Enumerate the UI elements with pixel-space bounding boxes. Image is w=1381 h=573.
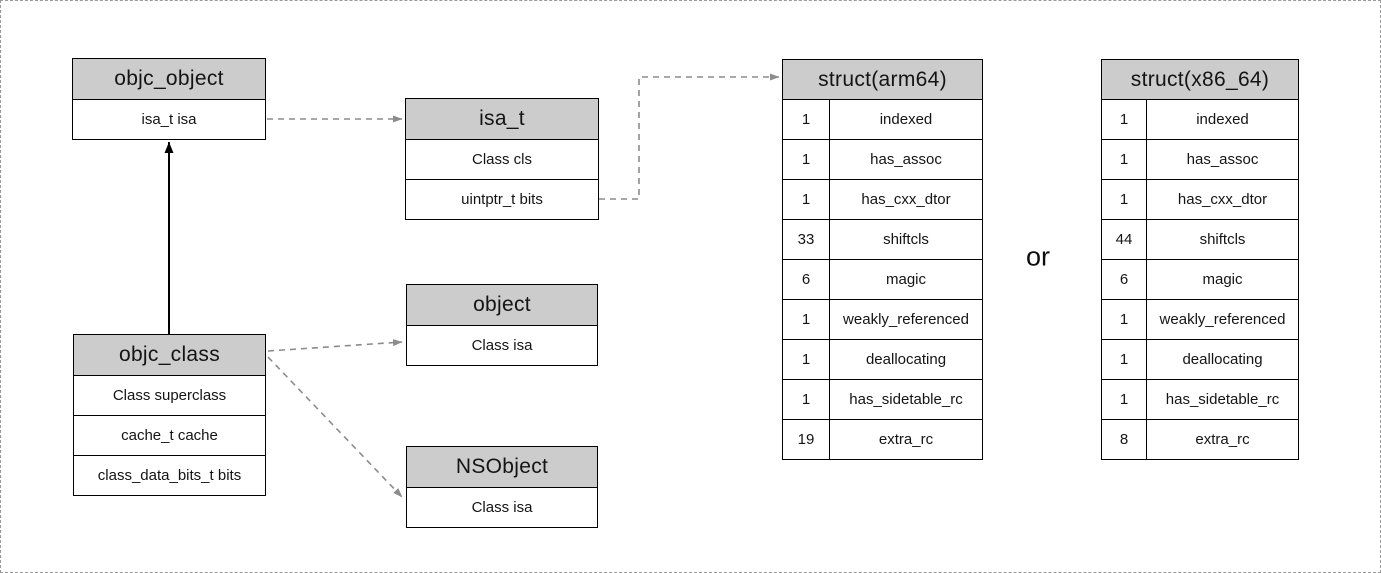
field-name: magic xyxy=(1202,271,1243,288)
field-bits: 44 xyxy=(1102,220,1147,259)
field-name: has_cxx_dtor xyxy=(1177,191,1268,208)
field-bits: 33 xyxy=(783,220,830,259)
field-row: 1 deallocating xyxy=(783,339,982,379)
node-title-isa_t: isa_t xyxy=(406,99,598,139)
field-name: has_cxx_dtor xyxy=(861,191,951,208)
node-row: class_data_bits_t bits xyxy=(74,455,265,495)
field-row: 6 magic xyxy=(783,259,982,299)
field-name: extra_rc xyxy=(1195,431,1250,448)
field-name: extra_rc xyxy=(878,431,934,448)
field-row: 1 indexed xyxy=(1102,99,1298,139)
field-bits: 1 xyxy=(783,180,830,219)
field-row: 1 has_assoc xyxy=(1102,139,1298,179)
node-row: Class superclass xyxy=(74,375,265,415)
node-row: Class isa xyxy=(407,487,597,527)
field-bits: 1 xyxy=(1102,300,1147,339)
field-row: 19 extra_rc xyxy=(783,419,982,459)
field-name: shiftcls xyxy=(883,231,929,248)
node-title-struct_arm64: struct(arm64) xyxy=(783,60,982,99)
field-bits: 6 xyxy=(1102,260,1147,299)
field-row: 8 extra_rc xyxy=(1102,419,1298,459)
field-bits: 1 xyxy=(783,380,830,419)
field-name: has_sidetable_rc xyxy=(849,391,963,408)
field-name: deallocating xyxy=(865,351,947,368)
field-row: 6 magic xyxy=(1102,259,1298,299)
field-row: 33 shiftcls xyxy=(783,219,982,259)
field-row: 1 deallocating xyxy=(1102,339,1298,379)
field-bits: 1 xyxy=(1102,100,1147,139)
node-title-objc_class: objc_class xyxy=(74,335,265,375)
field-name: magic xyxy=(885,271,926,288)
node-row: isa_t isa xyxy=(73,99,265,139)
field-name: weakly_referenced xyxy=(843,311,969,328)
field-bits: 1 xyxy=(1102,380,1147,419)
node-title-struct_x86_64: struct(x86_64) xyxy=(1102,60,1298,99)
field-bits: 8 xyxy=(1102,420,1147,459)
field-bits: 1 xyxy=(1102,140,1147,179)
field-row: 1 weakly_referenced xyxy=(783,299,982,339)
node-title-object: object xyxy=(407,285,597,325)
field-name: deallocating xyxy=(1182,351,1263,368)
field-row: 1 has_sidetable_rc xyxy=(783,379,982,419)
field-name: shiftcls xyxy=(1199,231,1246,248)
field-row: 1 indexed xyxy=(783,99,982,139)
field-name: has_assoc xyxy=(1186,151,1259,168)
field-row: 1 has_cxx_dtor xyxy=(783,179,982,219)
node-row: uintptr_t bits xyxy=(406,179,598,219)
field-name: indexed xyxy=(879,111,933,128)
field-name: weakly_referenced xyxy=(1159,311,1286,328)
field-name: has_sidetable_rc xyxy=(1165,391,1280,408)
field-row: 1 weakly_referenced xyxy=(1102,299,1298,339)
field-bits: 19 xyxy=(783,420,830,459)
field-row: 1 has_sidetable_rc xyxy=(1102,379,1298,419)
node-row: Class cls xyxy=(406,139,598,179)
field-bits: 1 xyxy=(1102,340,1147,379)
field-bits: 1 xyxy=(1102,180,1147,219)
or-label: or xyxy=(1025,241,1051,272)
field-row: 1 has_assoc xyxy=(783,139,982,179)
field-bits: 6 xyxy=(783,260,830,299)
field-bits: 1 xyxy=(783,300,830,339)
arrow-bits-to-struct_arm64 xyxy=(599,73,780,200)
arrow-objc_class-to-nsobject xyxy=(267,356,403,498)
node-row: Class isa xyxy=(407,325,597,365)
node-title-objc_object: objc_object xyxy=(73,59,265,99)
field-row: 44 shiftcls xyxy=(1102,219,1298,259)
node-row: cache_t cache xyxy=(74,415,265,455)
field-bits: 1 xyxy=(783,100,830,139)
node-title-nsobject: NSObject xyxy=(407,447,597,487)
arrow-objc_class-to-object xyxy=(267,339,403,352)
field-bits: 1 xyxy=(783,340,830,379)
field-bits: 1 xyxy=(783,140,830,179)
field-row: 1 has_cxx_dtor xyxy=(1102,179,1298,219)
field-name: indexed xyxy=(1196,111,1249,128)
field-name: has_assoc xyxy=(870,151,942,168)
